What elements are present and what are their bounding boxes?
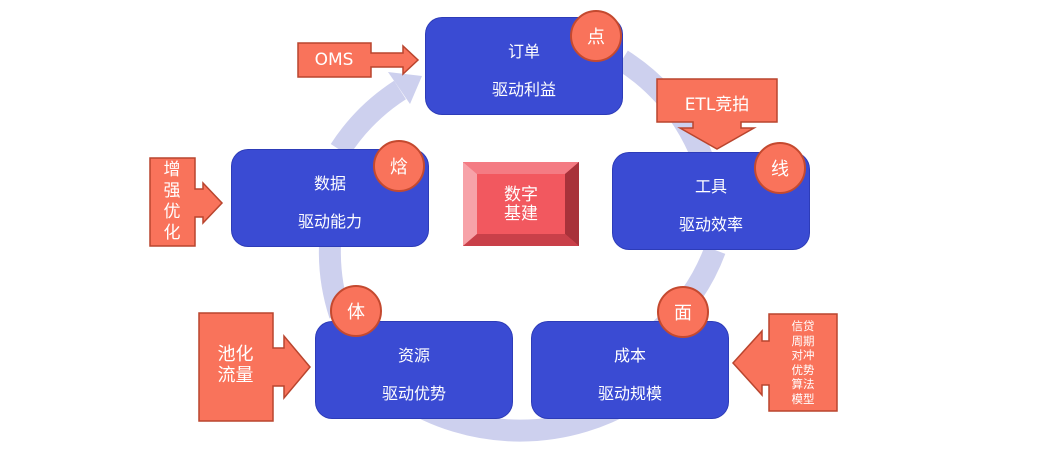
callout-credit-line6: 模型 bbox=[791, 391, 815, 406]
node-tool-subtitle: 驱动效率 bbox=[678, 215, 743, 234]
callout-pool-line2: 流量 bbox=[217, 365, 254, 386]
node-order: 订单 驱动利益 bbox=[426, 18, 622, 114]
node-order-subtitle: 驱动利益 bbox=[491, 80, 556, 99]
arrow-right-icon bbox=[198, 312, 311, 422]
center-label-line2: 基建 bbox=[504, 204, 538, 224]
callout-oms: OMS bbox=[297, 42, 422, 78]
node-order-title: 订单 bbox=[507, 42, 540, 61]
arrow-down-icon bbox=[656, 78, 778, 150]
node-resource-title: 资源 bbox=[397, 346, 430, 365]
arrow-right-icon bbox=[149, 157, 224, 247]
node-cost-title: 成本 bbox=[613, 346, 646, 365]
callout-credit-line5: 算法 bbox=[791, 377, 815, 391]
callout-enhance-char2: 强 bbox=[163, 181, 181, 201]
center-foundation-box: 数字 基建 bbox=[462, 161, 580, 247]
callout-etl-label: ETL竞拍 bbox=[684, 95, 750, 115]
callout-credit-line2: 周期 bbox=[791, 333, 815, 348]
callout-credit-line3: 对冲 bbox=[791, 348, 815, 362]
callout-oms-label: OMS bbox=[314, 50, 354, 70]
node-cost-subtitle: 驱动规模 bbox=[597, 384, 662, 403]
callout-enhance-char4: 化 bbox=[163, 223, 181, 243]
callout-enhance: 增 强 优 化 bbox=[149, 157, 224, 247]
node-cost: 成本 驱动规模 bbox=[532, 322, 728, 418]
badge-body: 体 bbox=[330, 285, 382, 337]
node-resource-subtitle: 驱动优势 bbox=[381, 384, 446, 403]
callout-credit-line4: 优势 bbox=[791, 362, 815, 377]
callout-etl: ETL竞拍 bbox=[656, 78, 778, 150]
node-data-title: 数据 bbox=[313, 174, 346, 193]
badge-line: 线 bbox=[754, 142, 806, 194]
callout-enhance-char1: 增 bbox=[163, 160, 181, 180]
callout-credit: 信贷 周期 对冲 优势 算法 模型 bbox=[731, 313, 838, 412]
arrow-right-icon bbox=[297, 42, 420, 78]
badge-enthalpy: 焓 bbox=[373, 140, 425, 192]
node-tool-title: 工具 bbox=[694, 177, 727, 196]
callout-pool: 池化 流量 bbox=[198, 312, 312, 422]
ring-arrowhead bbox=[388, 72, 422, 104]
node-resource: 资源 驱动优势 bbox=[316, 322, 512, 418]
callout-enhance-char3: 优 bbox=[163, 202, 181, 222]
badge-point: 点 bbox=[570, 10, 622, 62]
ring-arc-data-to-order bbox=[330, 80, 407, 157]
callout-pool-line1: 池化 bbox=[217, 344, 254, 365]
node-data-subtitle: 驱动能力 bbox=[297, 212, 362, 231]
callout-credit-line1: 信贷 bbox=[791, 319, 815, 333]
badge-surface: 面 bbox=[657, 286, 709, 338]
center-label-line1: 数字 bbox=[504, 185, 538, 205]
arrow-left-icon bbox=[731, 313, 838, 412]
center-bevel bbox=[462, 161, 580, 247]
